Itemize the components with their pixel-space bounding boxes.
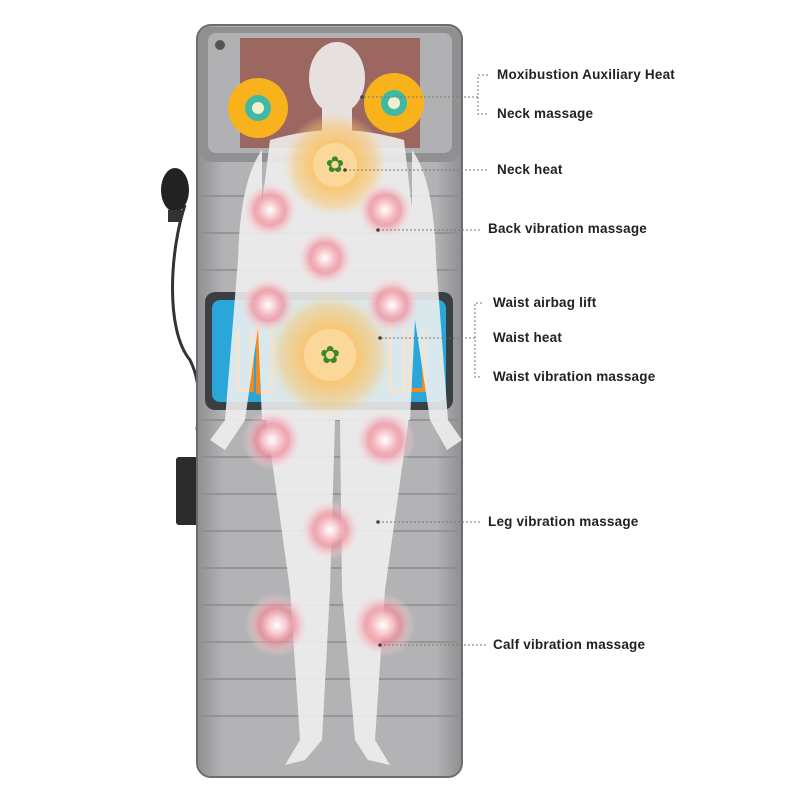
label-waist-heat: Waist heat [493,330,563,345]
label-leg-vibration: Leg vibration massage [488,514,639,529]
air-pump [161,168,201,431]
label-waist-airbag: Waist airbag lift [493,295,597,310]
vibration-point [357,182,413,238]
svg-text:✿: ✿ [320,342,340,369]
label-moxibustion-heat: Moxibustion Auxiliary Heat [497,67,675,82]
label-waist-vibration: Waist vibration massage [493,369,656,384]
svg-text:✿: ✿ [326,152,344,177]
vibration-point [355,410,415,470]
vibration-point [242,182,298,238]
label-back-vibration: Back vibration massage [488,221,647,236]
neck-heat-zone: ✿ [283,113,387,217]
vibration-point [364,277,420,333]
waist-heat-zone: ✿ [268,293,392,417]
label-neck-heat: Neck heat [497,162,563,177]
vibration-point [297,230,353,286]
vibration-point [240,277,296,333]
leader-lines [345,74,488,646]
label-neck-massage: Neck massage [497,106,594,121]
vibration-point [351,593,415,657]
label-calf-vibration: Calf vibration massage [493,637,646,652]
vibration-point [245,593,309,657]
vibration-point [300,500,360,560]
vibration-zones [240,182,420,657]
vibration-point [242,410,302,470]
